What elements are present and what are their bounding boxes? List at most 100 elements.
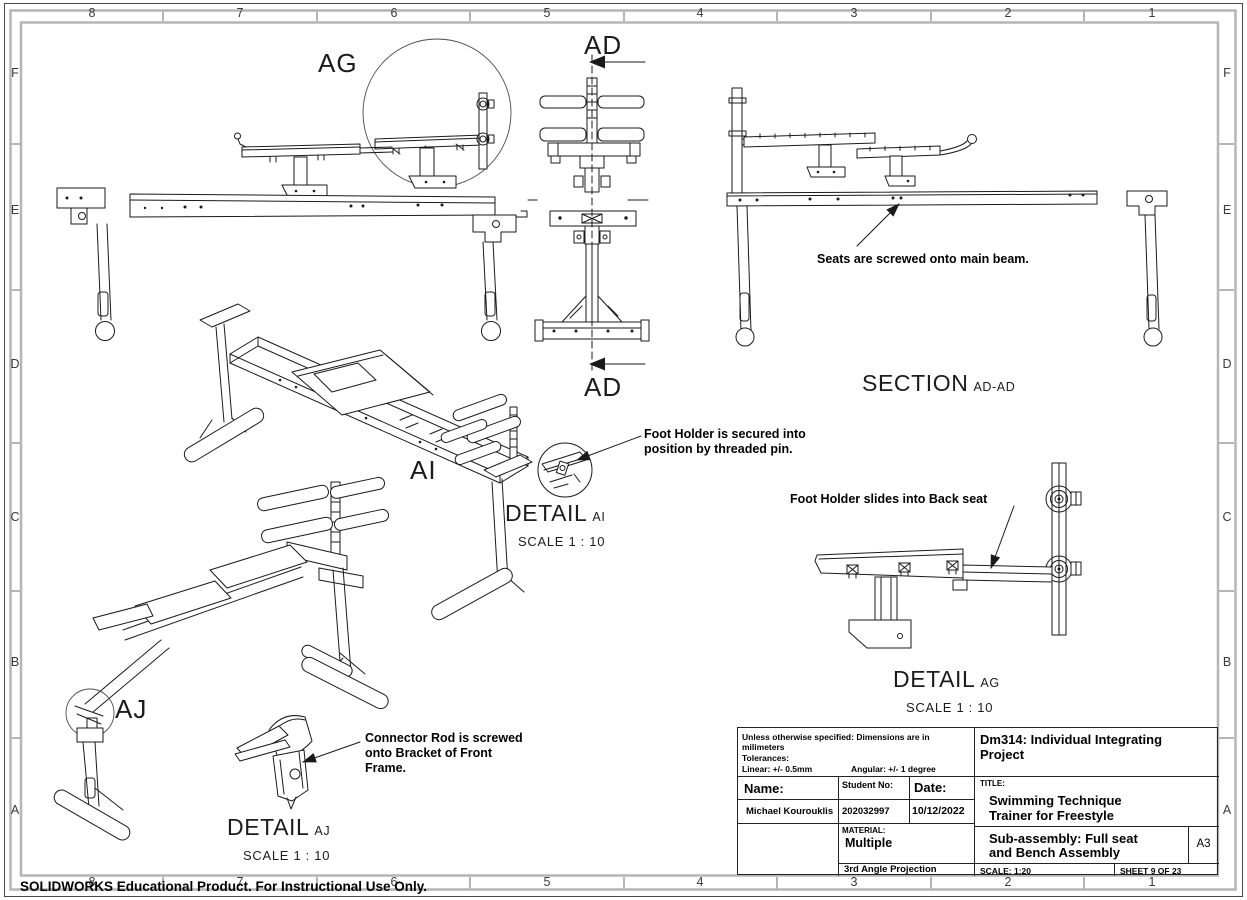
zone-row-left-e: E bbox=[10, 203, 20, 217]
tb-sheet: SHEET 9 OF 23 bbox=[1120, 866, 1182, 876]
tb-subtitle-line1: Sub-assembly: Full seat bbox=[989, 831, 1138, 846]
section-right-leg bbox=[1126, 190, 1168, 347]
zone-row-right-a: A bbox=[1222, 803, 1232, 817]
zone-col-top-5: 5 bbox=[543, 6, 551, 20]
zone-row-left-a: A bbox=[10, 803, 20, 817]
beam-left-leg bbox=[56, 187, 115, 341]
tb-date-value: 10/12/2022 bbox=[912, 805, 965, 817]
detail-aj-content bbox=[234, 715, 313, 810]
tb-date-label: Date: bbox=[914, 780, 947, 795]
zone-col-bot-3: 3 bbox=[850, 875, 858, 889]
tb-title-line2: Trainer for Freestyle bbox=[989, 808, 1114, 823]
tb-title-label: TITLE: bbox=[980, 779, 1005, 788]
zone-col-bot-5: 5 bbox=[543, 875, 551, 889]
tb-course: Dm314: Individual Integrating Project bbox=[980, 732, 1163, 762]
beam-right-leg bbox=[472, 210, 528, 341]
tb-scale: SCALE: 1:20 bbox=[980, 866, 1032, 876]
tb-student-label: Student No: bbox=[842, 780, 893, 790]
bench-front-bracket bbox=[74, 705, 104, 731]
zone-row-left-d: D bbox=[10, 357, 20, 371]
title-block: Unless otherwise specified: Dimensions a… bbox=[737, 727, 1219, 876]
isometric-bench-view bbox=[53, 476, 390, 841]
solidworks-watermark: SOLIDWORKS Educational Product. For Inst… bbox=[20, 879, 428, 894]
side-elevation-view bbox=[234, 38, 512, 198]
ag-view-label: AG bbox=[318, 48, 358, 78]
section-seats bbox=[741, 132, 977, 187]
detail-aj-caption: DETAIL AJ bbox=[227, 814, 330, 841]
aj-view-label: AJ bbox=[115, 694, 148, 724]
detail-view-ag bbox=[814, 462, 1082, 649]
side-back-seat bbox=[374, 92, 495, 189]
section-left-leg bbox=[735, 205, 755, 347]
tb-paper-size: A3 bbox=[1196, 838, 1211, 850]
bench-foot-holder bbox=[257, 476, 390, 563]
detail-aj-caption-suffix: AJ bbox=[314, 824, 331, 838]
tb-projection: 3rd Angle Projection bbox=[844, 864, 937, 875]
tb-material-value: Multiple bbox=[845, 836, 893, 850]
detail-ag-caption-suffix: AG bbox=[980, 676, 1000, 690]
tb-title-line1: Swimming Technique bbox=[989, 793, 1122, 808]
frame-seat-mount bbox=[291, 349, 449, 443]
tb-name-value: Michael Kourouklis bbox=[746, 806, 834, 817]
tb-material-label: MATERIAL: bbox=[842, 826, 886, 835]
frame-left-leg bbox=[183, 303, 265, 463]
bench-back-bracket bbox=[286, 541, 364, 589]
isometric-frame-view bbox=[183, 303, 533, 621]
zone-ticks bbox=[10, 10, 1234, 889]
detail-ag-scale: SCALE 1 : 10 bbox=[906, 700, 994, 715]
detail-ai-caption: DETAIL AI bbox=[505, 500, 605, 527]
ai-view-label: AI bbox=[410, 455, 437, 485]
note-seats: Seats are screwed onto main beam. bbox=[817, 252, 1029, 266]
tb-student-value: 202032997 bbox=[842, 806, 890, 817]
tb-name-label: Name: bbox=[744, 781, 784, 796]
beam-elevation-view bbox=[56, 187, 528, 341]
zone-row-right-d: D bbox=[1222, 357, 1232, 371]
detail-ai-caption-name: DETAIL bbox=[505, 500, 588, 526]
section-beam bbox=[726, 190, 1098, 207]
zone-row-left-f: F bbox=[11, 66, 19, 80]
bench-left-leg bbox=[53, 727, 131, 841]
note-connector: Connector Rod is screwed onto Bracket of… bbox=[365, 731, 523, 775]
zone-col-top-4: 4 bbox=[696, 6, 704, 20]
zone-col-bot-8: 8 bbox=[88, 875, 96, 889]
tb-tolerance-linear: Linear: +/- 0.5mm bbox=[742, 764, 813, 774]
tb-tolerances-1: Unless otherwise specified: Dimensions a… bbox=[742, 732, 930, 742]
ag-detail-circle bbox=[362, 38, 512, 188]
front-seat bbox=[547, 142, 641, 193]
zone-row-left-b: B bbox=[10, 655, 20, 669]
detail-ag-caption-name: DETAIL bbox=[893, 666, 976, 692]
zone-row-right-f: F bbox=[1223, 66, 1231, 80]
zone-row-right-b: B bbox=[1222, 655, 1232, 669]
frame-right-leg bbox=[431, 454, 533, 621]
section-caption-name: SECTION bbox=[862, 370, 969, 396]
zone-col-top-2: 2 bbox=[1004, 6, 1012, 20]
detail-ag-seat bbox=[814, 548, 964, 649]
tb-subtitle-line2: and Bench Assembly bbox=[989, 845, 1121, 860]
detail-aj-caption-name: DETAIL bbox=[227, 814, 310, 840]
bench-right-frame bbox=[301, 567, 389, 710]
zone-col-bot-4: 4 bbox=[696, 875, 704, 889]
detail-view-aj bbox=[234, 715, 313, 810]
main-beam bbox=[129, 193, 496, 218]
detail-ag-rod bbox=[952, 564, 1053, 591]
zone-col-bot-6: 6 bbox=[390, 875, 398, 889]
detail-ag-caption: DETAIL AG bbox=[893, 666, 1000, 693]
tb-tolerances-2: milimeters bbox=[742, 742, 785, 752]
bench-seat-pads bbox=[92, 544, 308, 641]
detail-ai-caption-suffix: AI bbox=[592, 510, 606, 524]
section-view-ad-ad bbox=[726, 87, 1168, 347]
bench-incline-beam bbox=[84, 639, 170, 713]
detail-ai-content bbox=[537, 442, 593, 498]
front-post-base bbox=[527, 199, 650, 342]
zone-col-bot-1: 1 bbox=[1148, 875, 1156, 889]
side-front-seat bbox=[234, 132, 393, 198]
zone-col-top-1: 1 bbox=[1148, 6, 1156, 20]
detail-view-ai bbox=[537, 442, 593, 498]
ad-section-label-bottom: AD bbox=[584, 372, 623, 402]
detail-ai-scale: SCALE 1 : 10 bbox=[518, 534, 606, 549]
front-foot-holder bbox=[539, 77, 645, 145]
detail-aj-scale: SCALE 1 : 10 bbox=[243, 848, 331, 863]
